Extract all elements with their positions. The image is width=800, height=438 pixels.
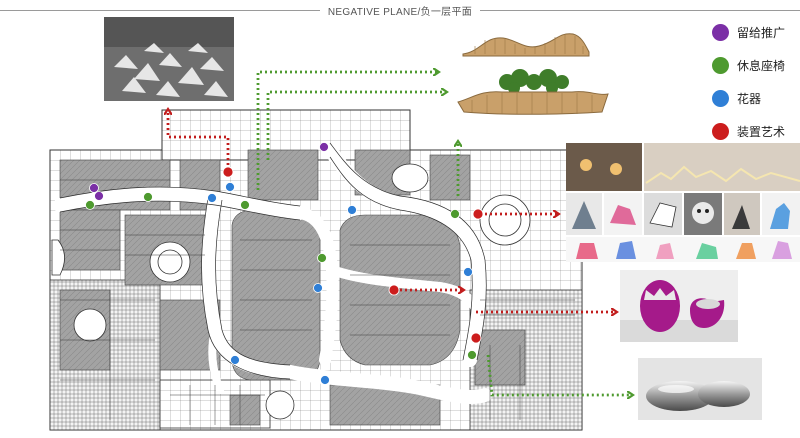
marker-seating xyxy=(240,200,250,210)
red-dot-icon xyxy=(712,123,729,140)
marker-seating xyxy=(85,200,95,210)
legend-item-planter: 花器 xyxy=(712,82,800,115)
marker-promotion xyxy=(89,183,99,193)
legend-label: 花器 xyxy=(737,92,762,106)
photo-wave-bench xyxy=(455,24,595,60)
marker-planter xyxy=(347,205,357,215)
marker-seating xyxy=(450,209,460,219)
marker-installation xyxy=(470,332,482,344)
page-title: NEGATIVE PLANE/负一层平面 xyxy=(0,3,800,18)
marker-seating xyxy=(467,350,477,360)
marker-planter xyxy=(230,355,240,365)
marker-promotion xyxy=(94,191,104,201)
marker-planter xyxy=(225,182,235,192)
plan-details xyxy=(60,179,575,425)
purple-dot-icon xyxy=(712,24,729,41)
marker-installation xyxy=(222,166,234,178)
photo-egg-sculpture xyxy=(620,270,738,342)
marker-planter xyxy=(313,283,323,293)
legend-label: 休息座椅 xyxy=(737,59,786,73)
legend-label: 留给推广 xyxy=(737,26,786,40)
corridors xyxy=(53,143,492,404)
red-arrows xyxy=(168,110,616,312)
legend-label: 装置艺术 xyxy=(737,125,786,139)
marker-planter xyxy=(463,267,473,277)
marker-seating xyxy=(317,253,327,263)
marker-installation xyxy=(388,284,400,296)
blue-dot-icon xyxy=(712,90,729,107)
marker-promotion xyxy=(319,142,329,152)
legend-item-seating: 休息座椅 xyxy=(712,49,800,82)
plan-markers xyxy=(85,142,484,385)
marker-seating xyxy=(143,192,153,202)
green-dot-icon xyxy=(712,57,729,74)
photo-animal-sculptures xyxy=(566,143,800,262)
legend: 留给推广 休息座椅 花器 装置艺术 xyxy=(712,16,800,148)
marker-planter xyxy=(207,193,217,203)
marker-planter xyxy=(320,375,330,385)
corridor-edges xyxy=(59,142,487,380)
legend-item-installation: 装置艺术 xyxy=(712,115,800,148)
atriums xyxy=(51,163,531,420)
photo-chrome-pebbles xyxy=(638,358,762,420)
page-header: NEGATIVE PLANE/负一层平面 xyxy=(0,0,800,20)
green-arrows xyxy=(256,72,632,395)
legend-item-promotion: 留给推广 xyxy=(712,16,800,49)
photo-planter-bench xyxy=(452,68,612,120)
marker-installation xyxy=(472,208,484,220)
photo-hanging-installation xyxy=(104,17,234,101)
